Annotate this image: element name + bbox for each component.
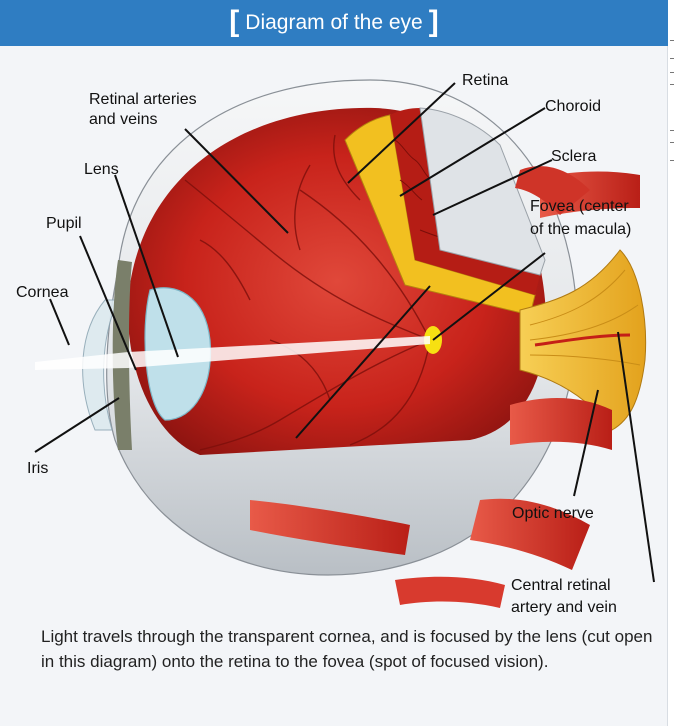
label-pupil: Pupil: [46, 215, 82, 232]
title-bar: [ Diagram of the eye ]: [0, 0, 668, 46]
label-cornea: Cornea: [16, 284, 69, 301]
label-retinal-arteries-line1: Retinal arteries: [89, 91, 197, 108]
label-sclera: Sclera: [551, 148, 596, 165]
label-central-retinal-line1: Central retinal: [511, 577, 611, 594]
label-lens: Lens: [84, 161, 119, 178]
label-choroid: Choroid: [545, 98, 601, 115]
muscle-left: [395, 577, 505, 608]
label-fovea-line1: Fovea (center: [530, 198, 629, 215]
title-open-bracket: [: [229, 7, 239, 37]
label-optic-nerve: Optic nerve: [512, 505, 594, 522]
caption-text: Light travels through the transparent co…: [41, 624, 661, 674]
title-close-bracket: ]: [429, 7, 439, 37]
label-iris: Iris: [27, 460, 48, 477]
eye-diagram: Retina Retinal arteries and veins Choroi…: [0, 46, 668, 616]
label-fovea-line2: of the macula): [530, 221, 631, 238]
muscle-right: [510, 398, 612, 450]
page-margin: [668, 0, 677, 726]
diagram-title: Diagram of the eye: [245, 11, 422, 35]
label-retina: Retina: [462, 72, 508, 89]
label-retinal-arteries-line2: and veins: [89, 111, 158, 128]
label-central-retinal-line2: artery and vein: [511, 599, 617, 616]
